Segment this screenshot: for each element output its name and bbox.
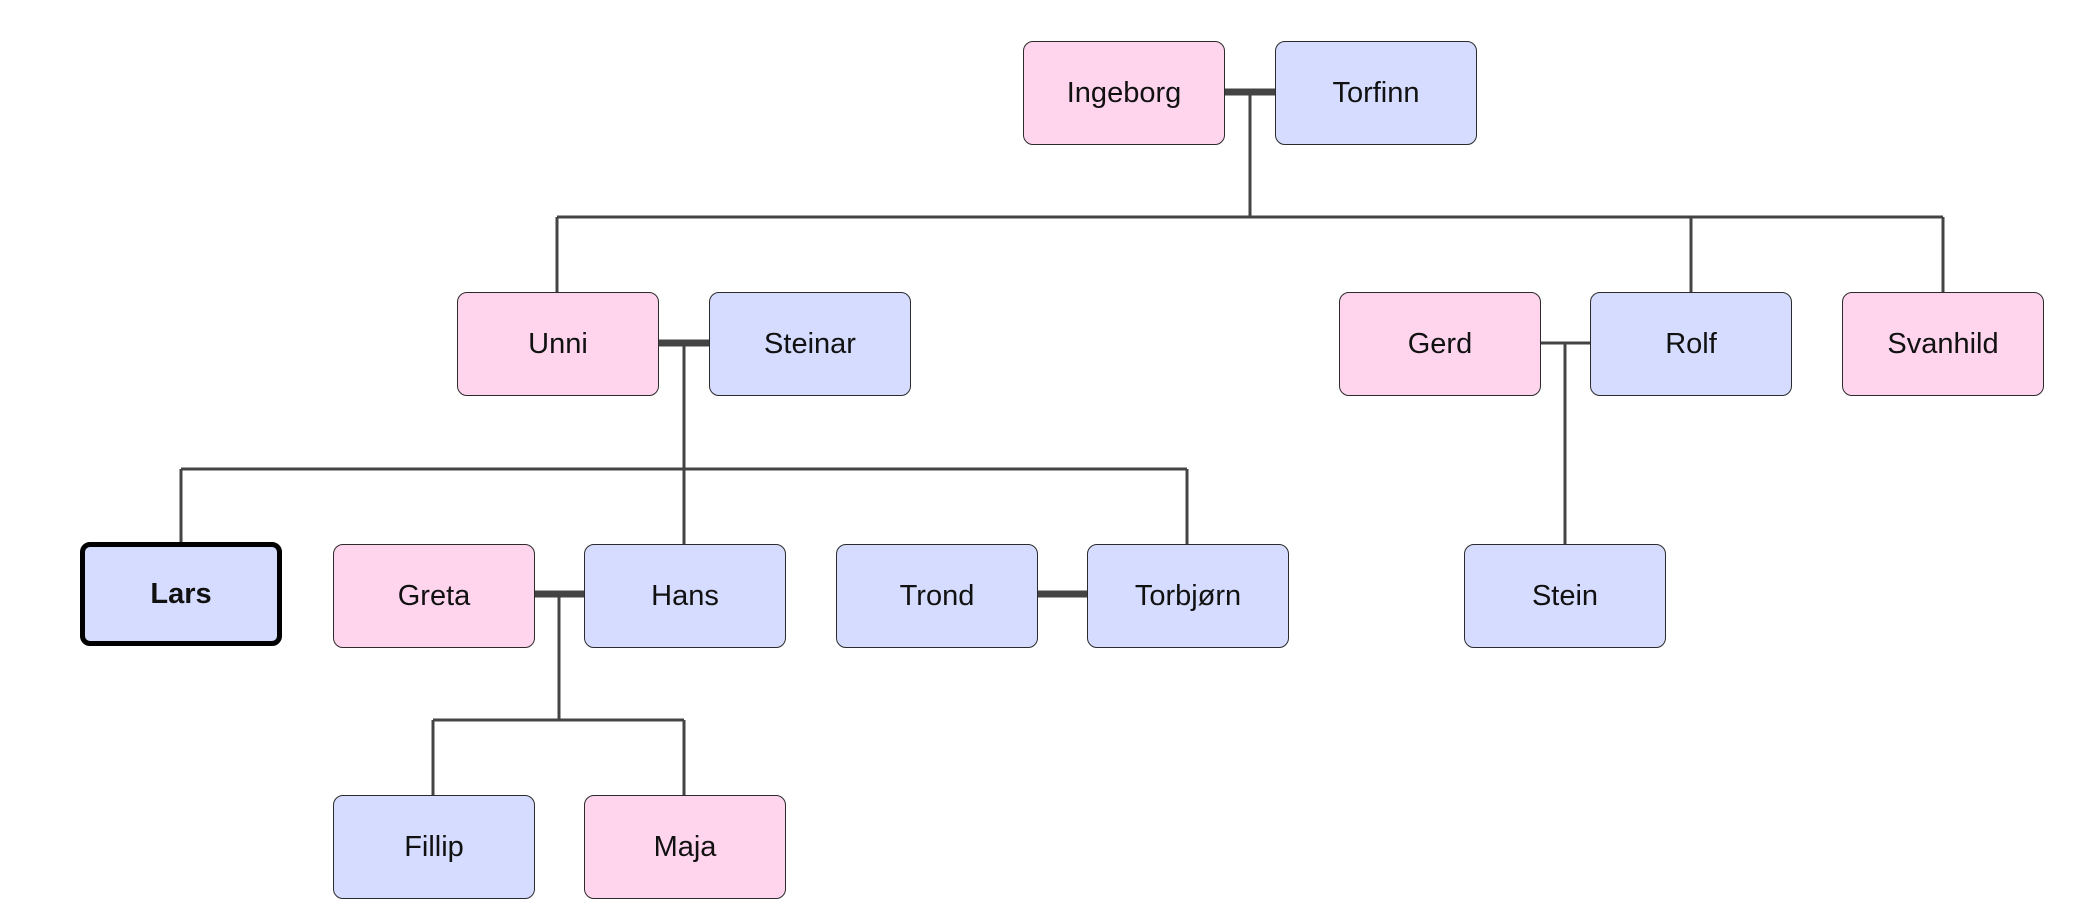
person-hans[interactable]: Hans — [584, 544, 786, 648]
person-name: Trond — [899, 579, 975, 612]
person-steinar[interactable]: Steinar — [709, 292, 911, 396]
person-name: Torbjørn — [1134, 579, 1242, 612]
person-name: Unni — [528, 327, 588, 360]
person-trond[interactable]: Trond — [836, 544, 1038, 648]
person-ingeborg[interactable]: Ingeborg — [1023, 41, 1225, 145]
person-lars[interactable]: Lars — [80, 542, 282, 646]
person-name: Rolf — [1665, 327, 1717, 360]
person-name: Ingeborg — [1066, 76, 1182, 109]
person-name: Fillip — [404, 830, 464, 863]
person-svanhild[interactable]: Svanhild — [1842, 292, 2044, 396]
person-name: Greta — [397, 579, 471, 612]
person-name: Stein — [1531, 579, 1599, 612]
person-maja[interactable]: Maja — [584, 795, 786, 899]
person-name: Torfinn — [1332, 76, 1420, 109]
person-name: Maja — [653, 830, 717, 863]
person-torbjorn[interactable]: Torbjørn — [1087, 544, 1289, 648]
person-stein[interactable]: Stein — [1464, 544, 1666, 648]
person-unni[interactable]: Unni — [457, 292, 659, 396]
person-name: Steinar — [764, 327, 856, 360]
person-name: Hans — [651, 579, 719, 612]
person-name: Svanhild — [1887, 327, 1999, 360]
person-rolf[interactable]: Rolf — [1590, 292, 1792, 396]
person-gerd[interactable]: Gerd — [1339, 292, 1541, 396]
person-name: Lars — [150, 577, 212, 610]
person-name: Gerd — [1407, 327, 1473, 360]
person-fillip[interactable]: Fillip — [333, 795, 535, 899]
person-greta[interactable]: Greta — [333, 544, 535, 648]
person-torfinn[interactable]: Torfinn — [1275, 41, 1477, 145]
